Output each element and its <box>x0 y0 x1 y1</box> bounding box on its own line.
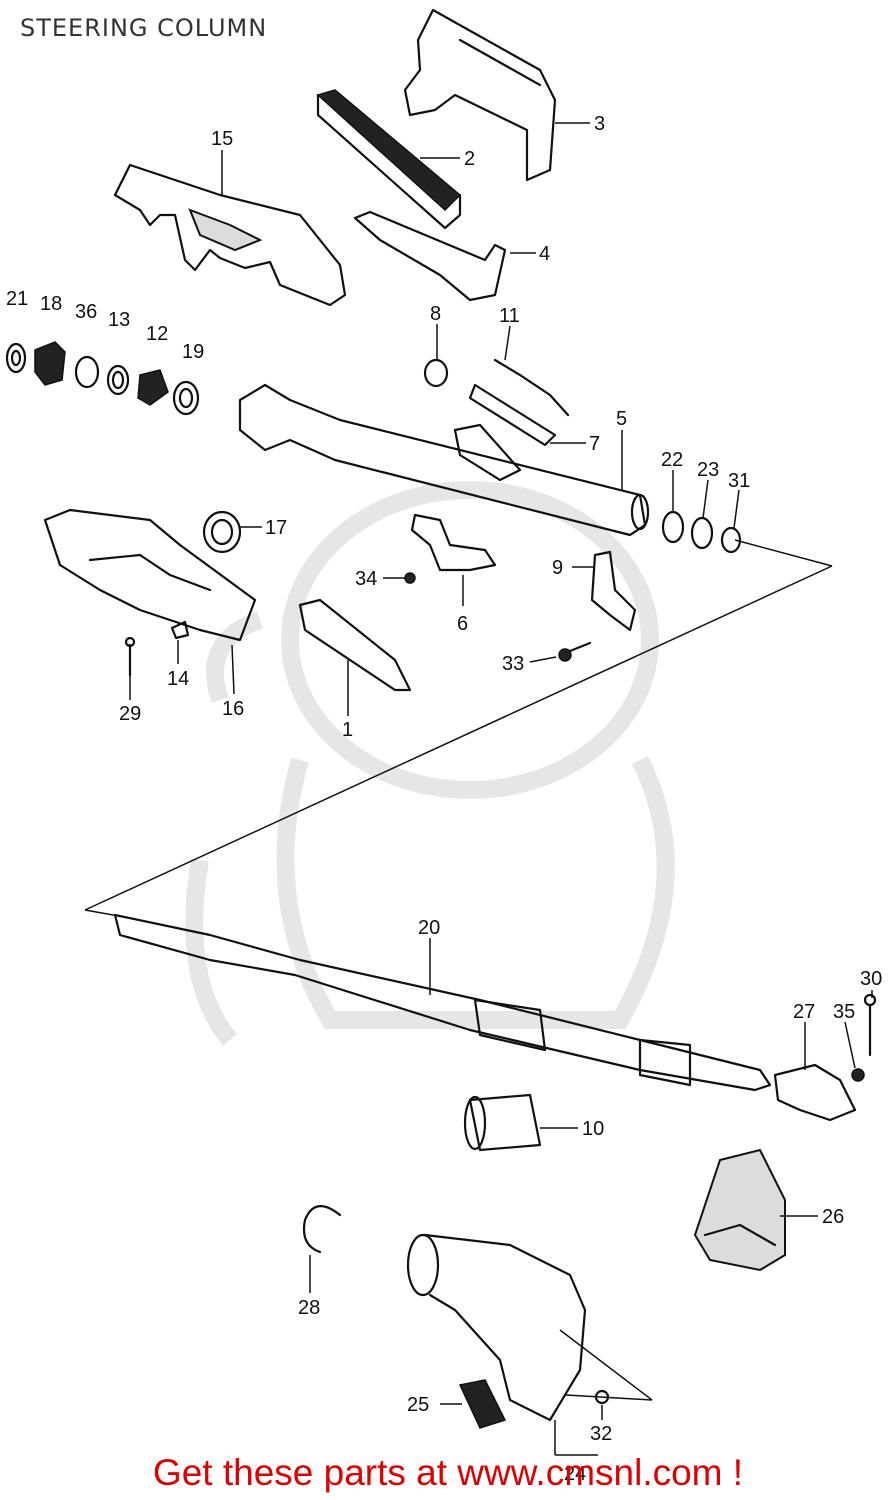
callout-10: 10 <box>582 1118 604 1140</box>
callout-29: 29 <box>119 703 141 725</box>
callout-7: 7 <box>589 433 600 455</box>
callout-30: 30 <box>860 968 882 990</box>
callout-1: 1 <box>342 719 353 741</box>
callout-33: 33 <box>502 653 524 675</box>
clip-28 <box>302 1205 342 1254</box>
callout-22: 22 <box>661 449 683 471</box>
lower-boot-24 <box>406 1233 587 1422</box>
column-cover-top-15 <box>113 163 347 307</box>
callout-18: 18 <box>40 293 62 315</box>
guide-lines <box>84 539 833 1401</box>
bracket-1 <box>298 598 412 692</box>
bracket-upper <box>353 210 507 302</box>
washers <box>661 510 742 554</box>
callout-24: 24 <box>564 1463 586 1485</box>
callout-6: 6 <box>457 613 468 635</box>
callout-5: 5 <box>616 408 627 430</box>
callout-34: 34 <box>355 568 377 590</box>
callout-15: 15 <box>211 128 233 150</box>
callout-28: 28 <box>298 1297 320 1319</box>
leader-lines <box>129 122 873 1456</box>
callout-8: 8 <box>430 303 441 325</box>
callout-31: 31 <box>728 470 750 492</box>
clamp-9 <box>590 550 637 632</box>
callout-32: 32 <box>590 1423 612 1445</box>
trim-strip <box>316 89 462 230</box>
callout-25: 25 <box>407 1394 429 1416</box>
callout-17: 17 <box>265 517 287 539</box>
dust-boot <box>463 1093 542 1152</box>
callout-11: 11 <box>499 305 520 327</box>
block-25 <box>458 1379 507 1429</box>
plate-7 <box>468 383 557 447</box>
callout-27: 27 <box>793 1001 815 1023</box>
callout-14: 14 <box>167 668 189 690</box>
page-title: STEERING COLUMN <box>20 14 268 42</box>
callout-4: 4 <box>539 243 550 265</box>
callout-12: 12 <box>146 323 168 345</box>
callout-16: 16 <box>222 698 244 720</box>
clamp-6 <box>410 513 497 572</box>
spring-11 <box>493 358 570 417</box>
callout-20: 20 <box>418 917 440 939</box>
callout-36: 36 <box>75 301 97 323</box>
fasteners <box>124 572 592 677</box>
callout-labels: 3 2 4 15 21 18 36 13 12 19 8 11 7 5 22 2… <box>6 113 882 1485</box>
watermark-logo <box>185 481 675 1046</box>
callout-19: 19 <box>182 341 204 363</box>
callout-23: 23 <box>697 459 719 481</box>
callout-26: 26 <box>822 1206 844 1228</box>
callout-2: 2 <box>464 148 475 170</box>
callout-35: 35 <box>833 1001 855 1023</box>
column-tube <box>238 383 650 537</box>
bushing-8 <box>423 358 449 388</box>
promo-banner[interactable]: Get these parts at www.cmsnl.com ! <box>152 1452 744 1493</box>
column-cover-upper <box>403 8 557 182</box>
callout-3: 3 <box>594 113 605 135</box>
steering-shaft <box>113 913 772 1092</box>
bearing-set <box>5 341 200 416</box>
clip-32 <box>594 1389 610 1405</box>
bushing-17 <box>202 510 242 554</box>
callout-13: 13 <box>108 309 130 331</box>
callout-9: 9 <box>552 557 563 579</box>
cover-26 <box>693 1148 786 1272</box>
callout-21: 21 <box>6 288 28 310</box>
universal-joint <box>773 993 877 1122</box>
column-cover-lower <box>43 508 257 642</box>
